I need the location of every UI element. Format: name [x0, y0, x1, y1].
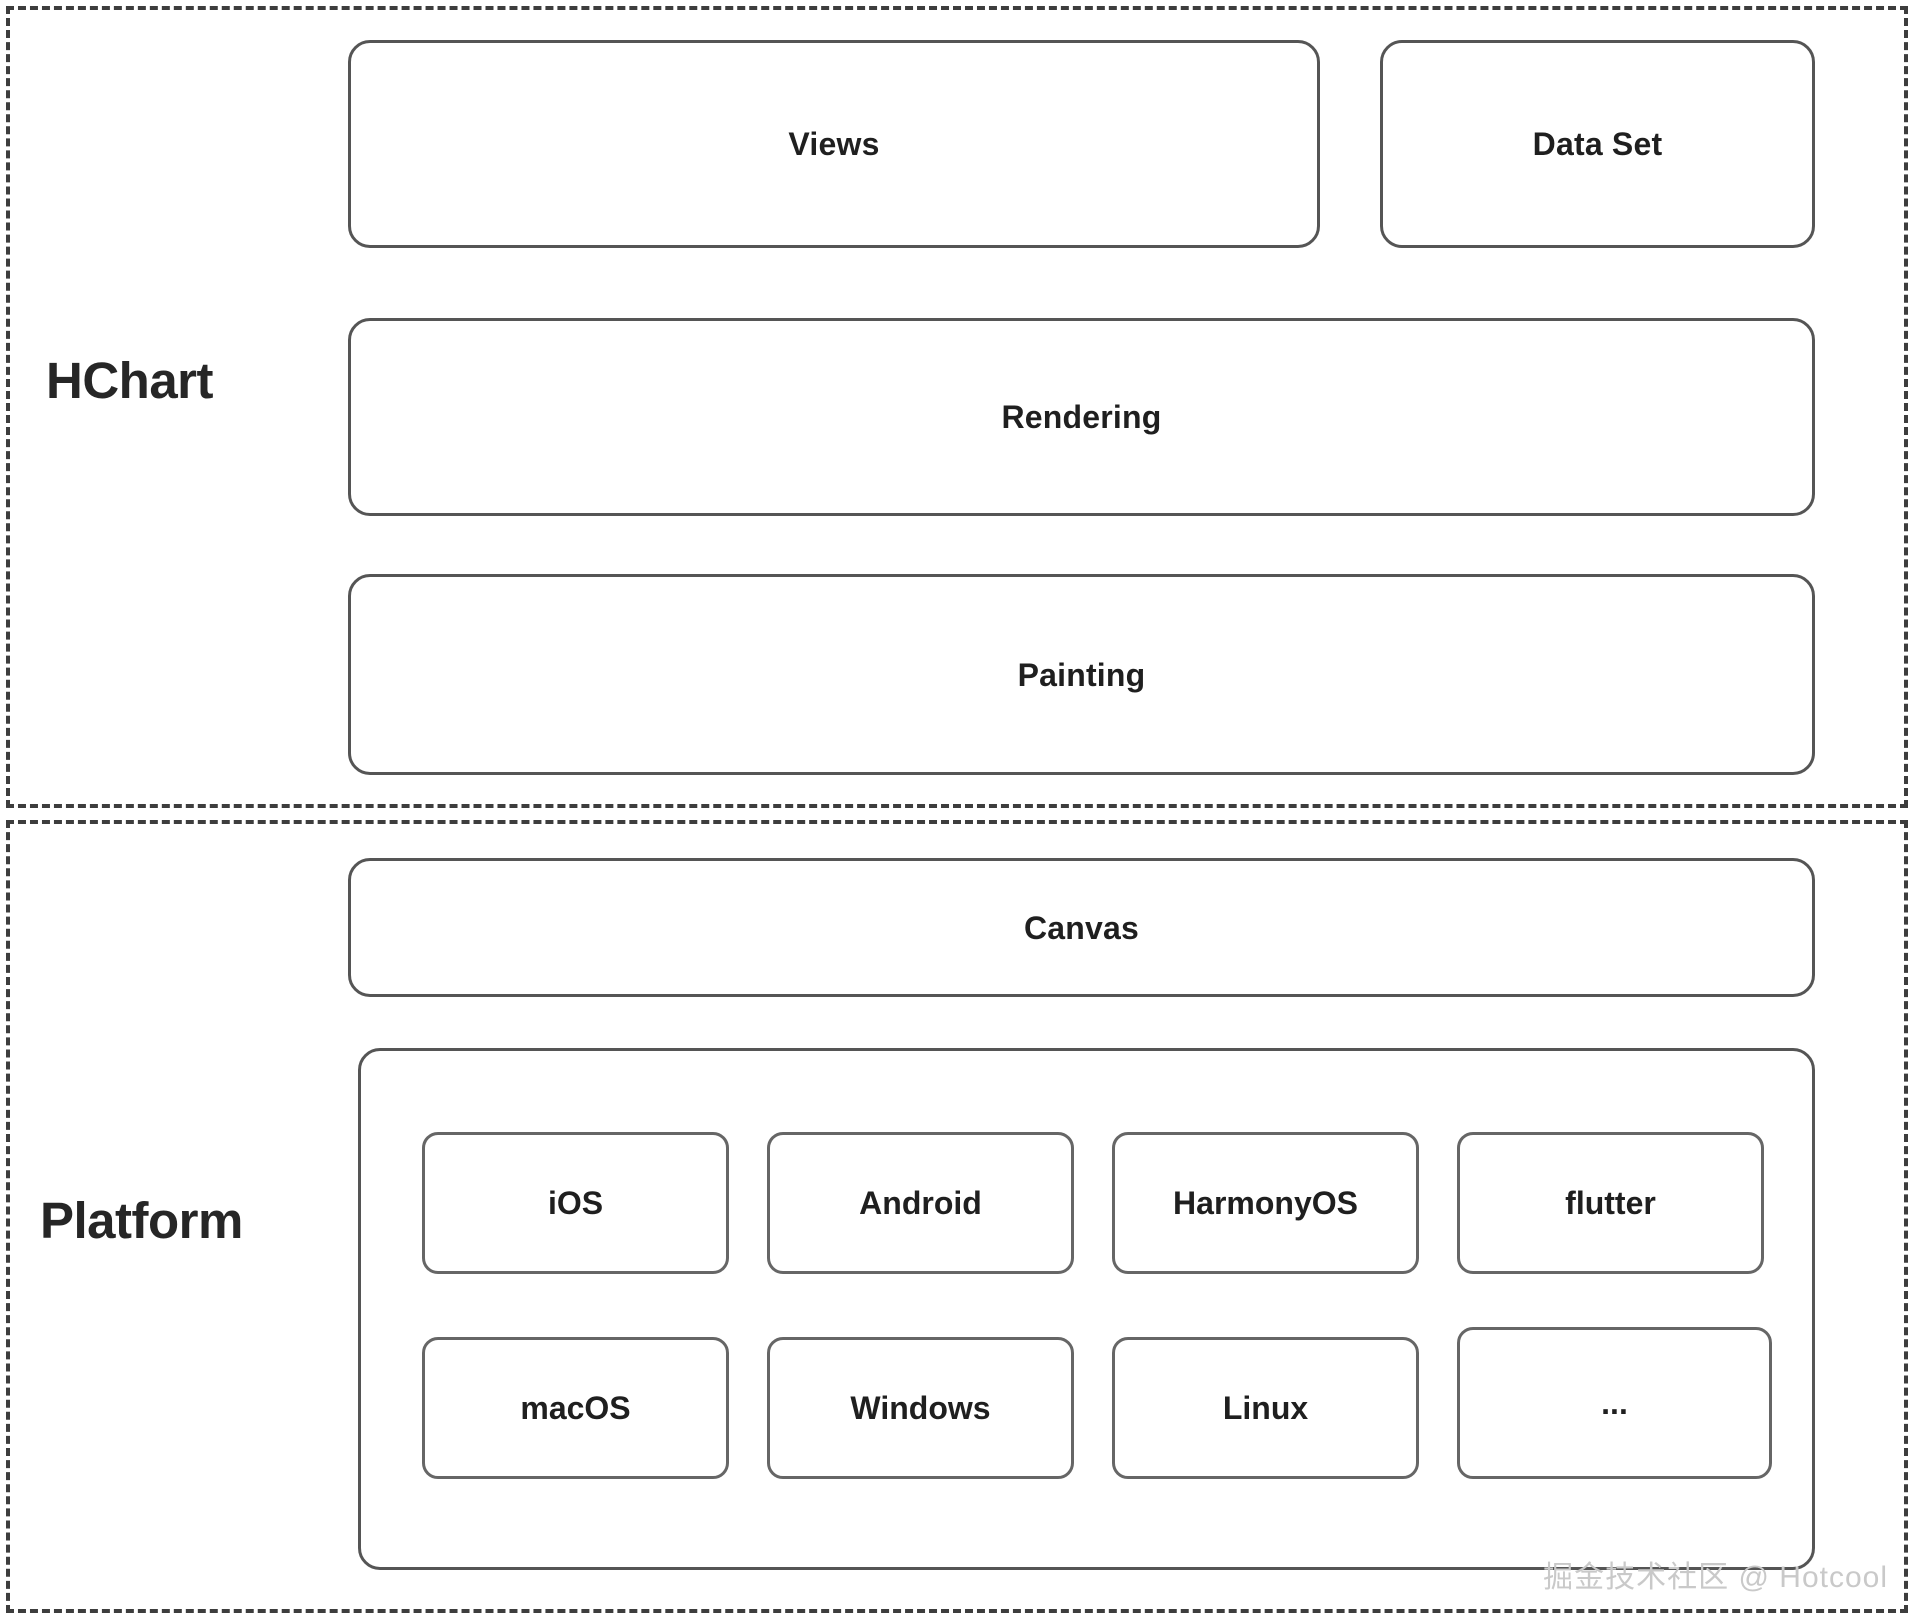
tile-ios-label: iOS [547, 1185, 604, 1221]
tile-android-label: Android [859, 1185, 982, 1221]
box-rendering-label: Rendering [1001, 399, 1162, 435]
tile-flutter-label: flutter [1565, 1185, 1656, 1221]
box-canvas[interactable]: Canvas [348, 858, 1815, 997]
watermark: 掘金技术社区 @ Hotcool [1543, 1561, 1888, 1594]
tile-linux-label: Linux [1222, 1390, 1309, 1426]
tile-flutter[interactable]: flutter [1457, 1132, 1764, 1274]
box-painting[interactable]: Painting [348, 574, 1815, 775]
box-data-set-label: Data Set [1532, 126, 1663, 162]
tile-macos-label: macOS [520, 1390, 631, 1426]
tile-windows-label: Windows [850, 1390, 991, 1426]
tile-ios[interactable]: iOS [422, 1132, 729, 1274]
tile-macos[interactable]: macOS [422, 1337, 729, 1479]
section-label-platform: Platform [40, 1192, 243, 1249]
platform-group-container: iOS Android HarmonyOS flutter macOS Wind… [358, 1048, 1815, 1570]
box-rendering[interactable]: Rendering [348, 318, 1815, 516]
box-views[interactable]: Views [348, 40, 1320, 248]
tile-more[interactable]: ... [1457, 1327, 1772, 1479]
section-label-hchart: HChart [46, 352, 214, 409]
tile-linux[interactable]: Linux [1112, 1337, 1419, 1479]
tile-windows[interactable]: Windows [767, 1337, 1074, 1479]
box-views-label: Views [788, 126, 880, 162]
box-data-set[interactable]: Data Set [1380, 40, 1815, 248]
box-canvas-label: Canvas [1023, 909, 1140, 946]
tile-more-label: ... [1601, 1385, 1628, 1421]
tile-android[interactable]: Android [767, 1132, 1074, 1274]
tile-harmonyos[interactable]: HarmonyOS [1112, 1132, 1419, 1274]
box-painting-label: Painting [1017, 656, 1146, 693]
tile-harmonyos-label: HarmonyOS [1173, 1185, 1358, 1221]
